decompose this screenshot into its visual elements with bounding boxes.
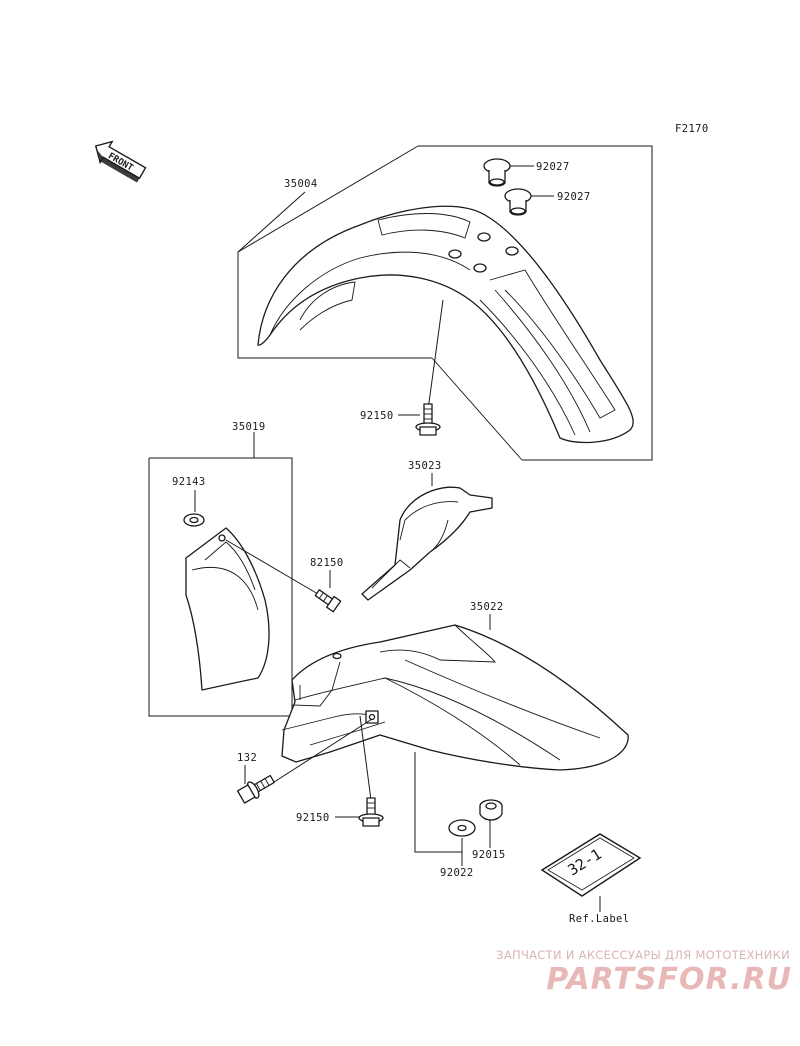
diagram-code: F2170 — [675, 123, 709, 135]
grommet-92027-bottom — [504, 188, 532, 216]
bolt-92150-lower — [358, 797, 384, 827]
bracket-washers — [414, 752, 462, 853]
label-35022: 35022 — [470, 601, 504, 613]
label-92015: 92015 — [472, 849, 506, 861]
label-82150: 82150 — [310, 557, 344, 569]
label-92027-top: 92027 — [536, 161, 570, 173]
label-132: 132 — [237, 752, 257, 764]
front-arrow-icon: FRONT — [94, 140, 147, 183]
label-92150-upper: 92150 — [360, 410, 394, 422]
rear-fender-35022 — [281, 624, 629, 771]
ref-label-caption: Ref.Label — [569, 913, 630, 925]
mud-guard-35019 — [185, 527, 270, 691]
grommet-92027-top — [483, 158, 511, 187]
bracket-35023 — [361, 486, 493, 601]
label-92150-lower: 92150 — [296, 812, 330, 824]
collar-92015 — [479, 799, 503, 821]
bolt-132 — [236, 774, 275, 804]
bracket-35004-box — [418, 145, 653, 461]
label-92027-bottom: 92027 — [557, 191, 591, 203]
watermark-subtitle: ЗАПЧАСТИ И АКСЕССУАРЫ ДЛЯ МОТОТЕХНИКИ — [496, 948, 790, 962]
front-fender-35004 — [257, 205, 634, 461]
bolt-92150-upper — [415, 403, 441, 436]
label-35004: 35004 — [284, 178, 318, 190]
ref-label-plate: 32-1 — [540, 833, 642, 897]
washer-92143 — [183, 513, 205, 527]
label-92143: 92143 — [172, 476, 206, 488]
label-35019: 35019 — [232, 421, 266, 433]
bracket-35004 — [237, 191, 432, 359]
label-92022: 92022 — [440, 867, 474, 879]
bolt-82150 — [314, 589, 342, 613]
label-35023: 35023 — [408, 460, 442, 472]
watermark-brand: PARTSFOR.RU — [546, 962, 792, 997]
washer-92022 — [448, 819, 476, 837]
